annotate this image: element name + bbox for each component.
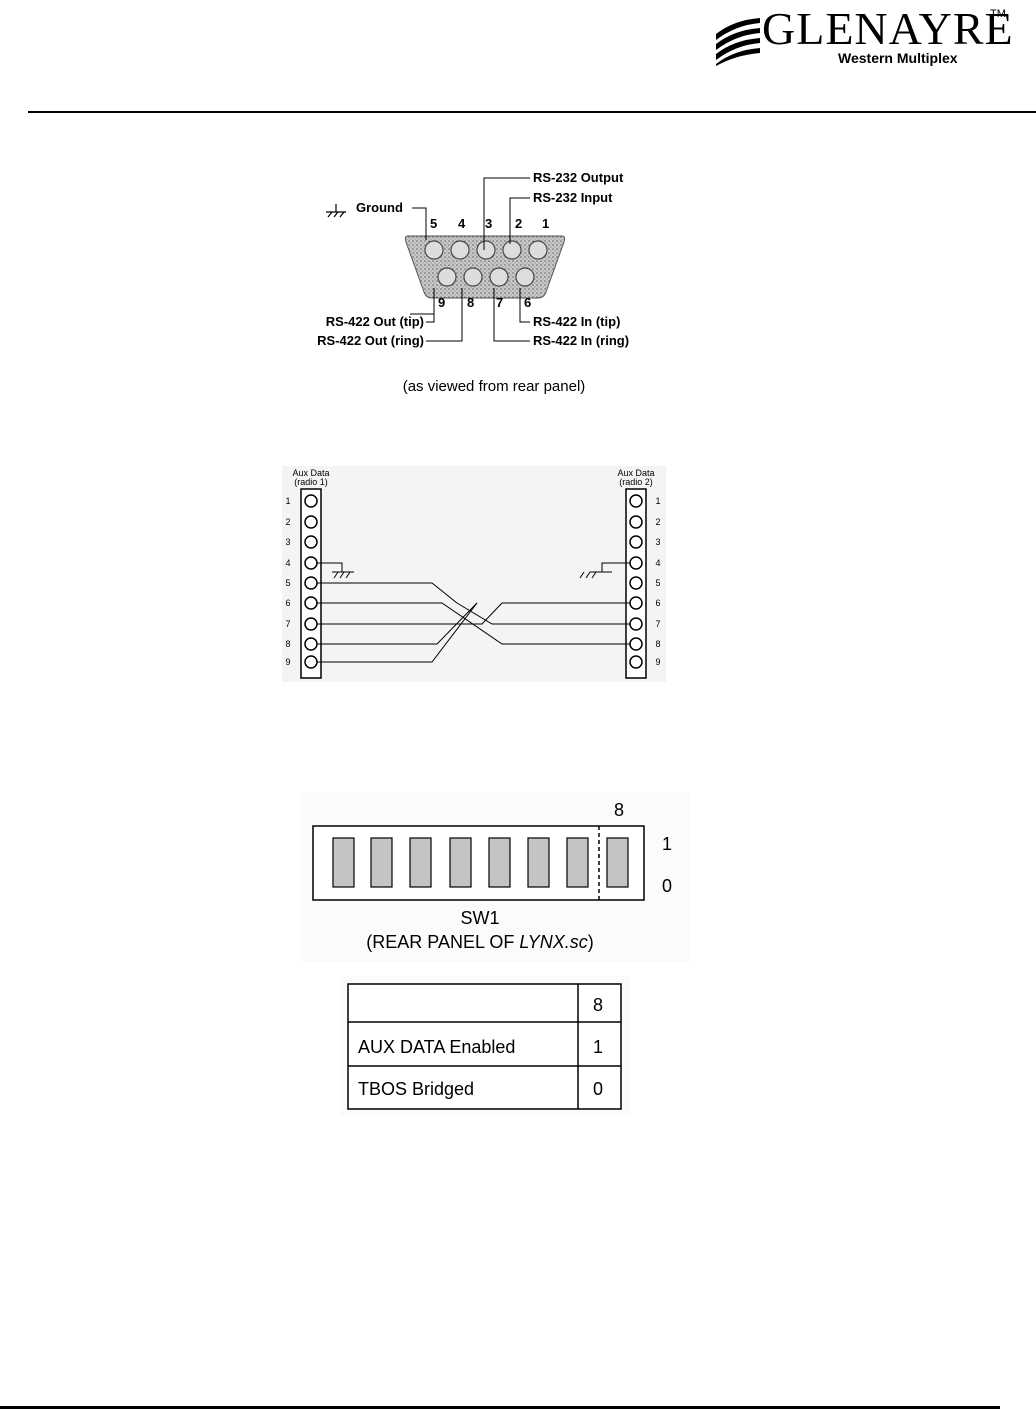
left-connector-subtitle: (radio 1) — [294, 477, 328, 487]
terminal-pin — [304, 494, 318, 508]
footer-divider — [0, 1406, 1000, 1409]
switch-toggle — [606, 837, 629, 888]
crossover-cable-diagram: Aux Data (radio 1) Aux Data (radio 2) 1 1… — [282, 466, 666, 682]
switch-position-label: 8 — [614, 800, 624, 820]
terminal-pin-number: 9 — [285, 657, 290, 667]
sub-brand: Western Multiplex — [838, 50, 958, 66]
terminal-pin-number: 7 — [655, 619, 660, 629]
terminal-pin-number: 2 — [655, 517, 660, 527]
table-row-label: TBOS Bridged — [358, 1079, 474, 1099]
terminal-pin — [304, 515, 318, 529]
terminal-pin — [629, 515, 643, 529]
table-row-value: 1 — [593, 1037, 603, 1057]
terminal-pin — [304, 655, 318, 669]
switch-toggle — [488, 837, 511, 888]
terminal-pin-number: 8 — [285, 639, 290, 649]
header-divider — [28, 111, 1036, 113]
db9-caption: (as viewed from rear panel) — [403, 378, 586, 395]
terminal-pin-number: 1 — [285, 496, 290, 506]
terminal-pin — [629, 494, 643, 508]
terminal-pin-number: 6 — [655, 598, 660, 608]
pin-number: 4 — [458, 216, 466, 231]
pin-number: 9 — [438, 295, 445, 310]
pin-number: 5 — [430, 216, 437, 231]
terminal-pin-number: 1 — [655, 496, 660, 506]
terminal-pin — [629, 655, 643, 669]
trademark-mark: TM — [990, 8, 1006, 20]
terminal-pin — [629, 596, 643, 610]
right-connector-subtitle: (radio 2) — [619, 477, 653, 487]
ground-icon — [579, 571, 612, 579]
db9-pinout-diagram: 5 4 3 2 1 9 8 7 6 RS-232 Output RS-232 I… — [317, 170, 629, 395]
terminal-pin — [304, 576, 318, 590]
cable-diagram-background — [282, 466, 666, 682]
left-connector-title: Aux Data — [292, 468, 329, 478]
dip-switch-diagram: 8 1 0 SW1 (REAR PANEL OF LYNX.sc) — [300, 792, 690, 962]
switch-state-on: 1 — [662, 834, 672, 854]
switch-toggle — [370, 837, 393, 888]
label-rs232-output: RS-232 Output — [533, 170, 624, 185]
terminal-pin — [629, 617, 643, 631]
pin-number: 7 — [496, 295, 503, 310]
switch-state-off: 0 — [662, 876, 672, 896]
pin-holes — [424, 240, 548, 287]
switch-toggle — [449, 837, 472, 888]
label-rs232-input: RS-232 Input — [533, 190, 613, 205]
table-row-label: AUX DATA Enabled — [358, 1037, 515, 1057]
leader-lines — [410, 177, 530, 342]
switch-name: SW1 — [460, 908, 499, 928]
pin-number: 1 — [542, 216, 549, 231]
switch-location: (REAR PANEL OF LYNX.sc) — [366, 932, 593, 952]
terminal-pin — [629, 556, 643, 570]
pin-number: 3 — [485, 216, 492, 231]
switch-toggle — [332, 837, 355, 888]
table-border — [347, 983, 622, 1110]
switch-toggle — [527, 837, 550, 888]
switch-settings-table: 8 AUX DATA Enabled 1 TBOS Bridged 0 — [340, 976, 630, 1116]
pin-number: 8 — [467, 295, 474, 310]
ground-icon — [332, 571, 354, 579]
terminal-pin — [629, 637, 643, 651]
terminal-pin-number: 2 — [285, 517, 290, 527]
label-ground: Ground — [356, 200, 403, 215]
right-connector-title: Aux Data — [617, 468, 654, 478]
label-rs422-out-ring: RS-422 Out (ring) — [317, 333, 424, 348]
terminal-pin — [304, 535, 318, 549]
switch-toggles — [332, 837, 629, 888]
brand-name: GLENAYRE — [762, 3, 1014, 54]
terminal-pin — [304, 617, 318, 631]
label-rs422-in-tip: RS-422 In (tip) — [533, 314, 620, 329]
terminal-pin-number: 7 — [285, 619, 290, 629]
label-rs422-in-ring: RS-422 In (ring) — [533, 333, 629, 348]
table-header-position: 8 — [593, 995, 603, 1015]
cable-wires — [317, 562, 630, 663]
terminal-pin — [304, 596, 318, 610]
switch-toggle — [566, 837, 589, 888]
terminal-pin-number: 5 — [285, 578, 290, 588]
switch-body — [312, 825, 645, 901]
terminal-pin-number: 5 — [655, 578, 660, 588]
terminal-pin — [304, 637, 318, 651]
terminal-pin-number: 6 — [285, 598, 290, 608]
terminal-pin-number: 3 — [655, 537, 660, 547]
ground-icon — [326, 204, 346, 218]
terminal-pin-number: 8 — [655, 639, 660, 649]
pin-number: 6 — [524, 295, 531, 310]
terminal-pin-number: 4 — [285, 558, 290, 568]
terminal-pin-number: 9 — [655, 657, 660, 667]
pin-number: 2 — [515, 216, 522, 231]
switch-toggle — [409, 837, 432, 888]
terminal-pin-number: 4 — [655, 558, 660, 568]
label-rs422-out-tip: RS-422 Out (tip) — [326, 314, 424, 329]
table-row-value: 0 — [593, 1079, 603, 1099]
terminal-pin — [304, 556, 318, 570]
logo-stripes-icon — [716, 18, 760, 66]
terminal-pin — [629, 535, 643, 549]
terminal-pin-number: 3 — [285, 537, 290, 547]
terminal-pin — [629, 576, 643, 590]
company-logo — [712, 8, 1032, 68]
